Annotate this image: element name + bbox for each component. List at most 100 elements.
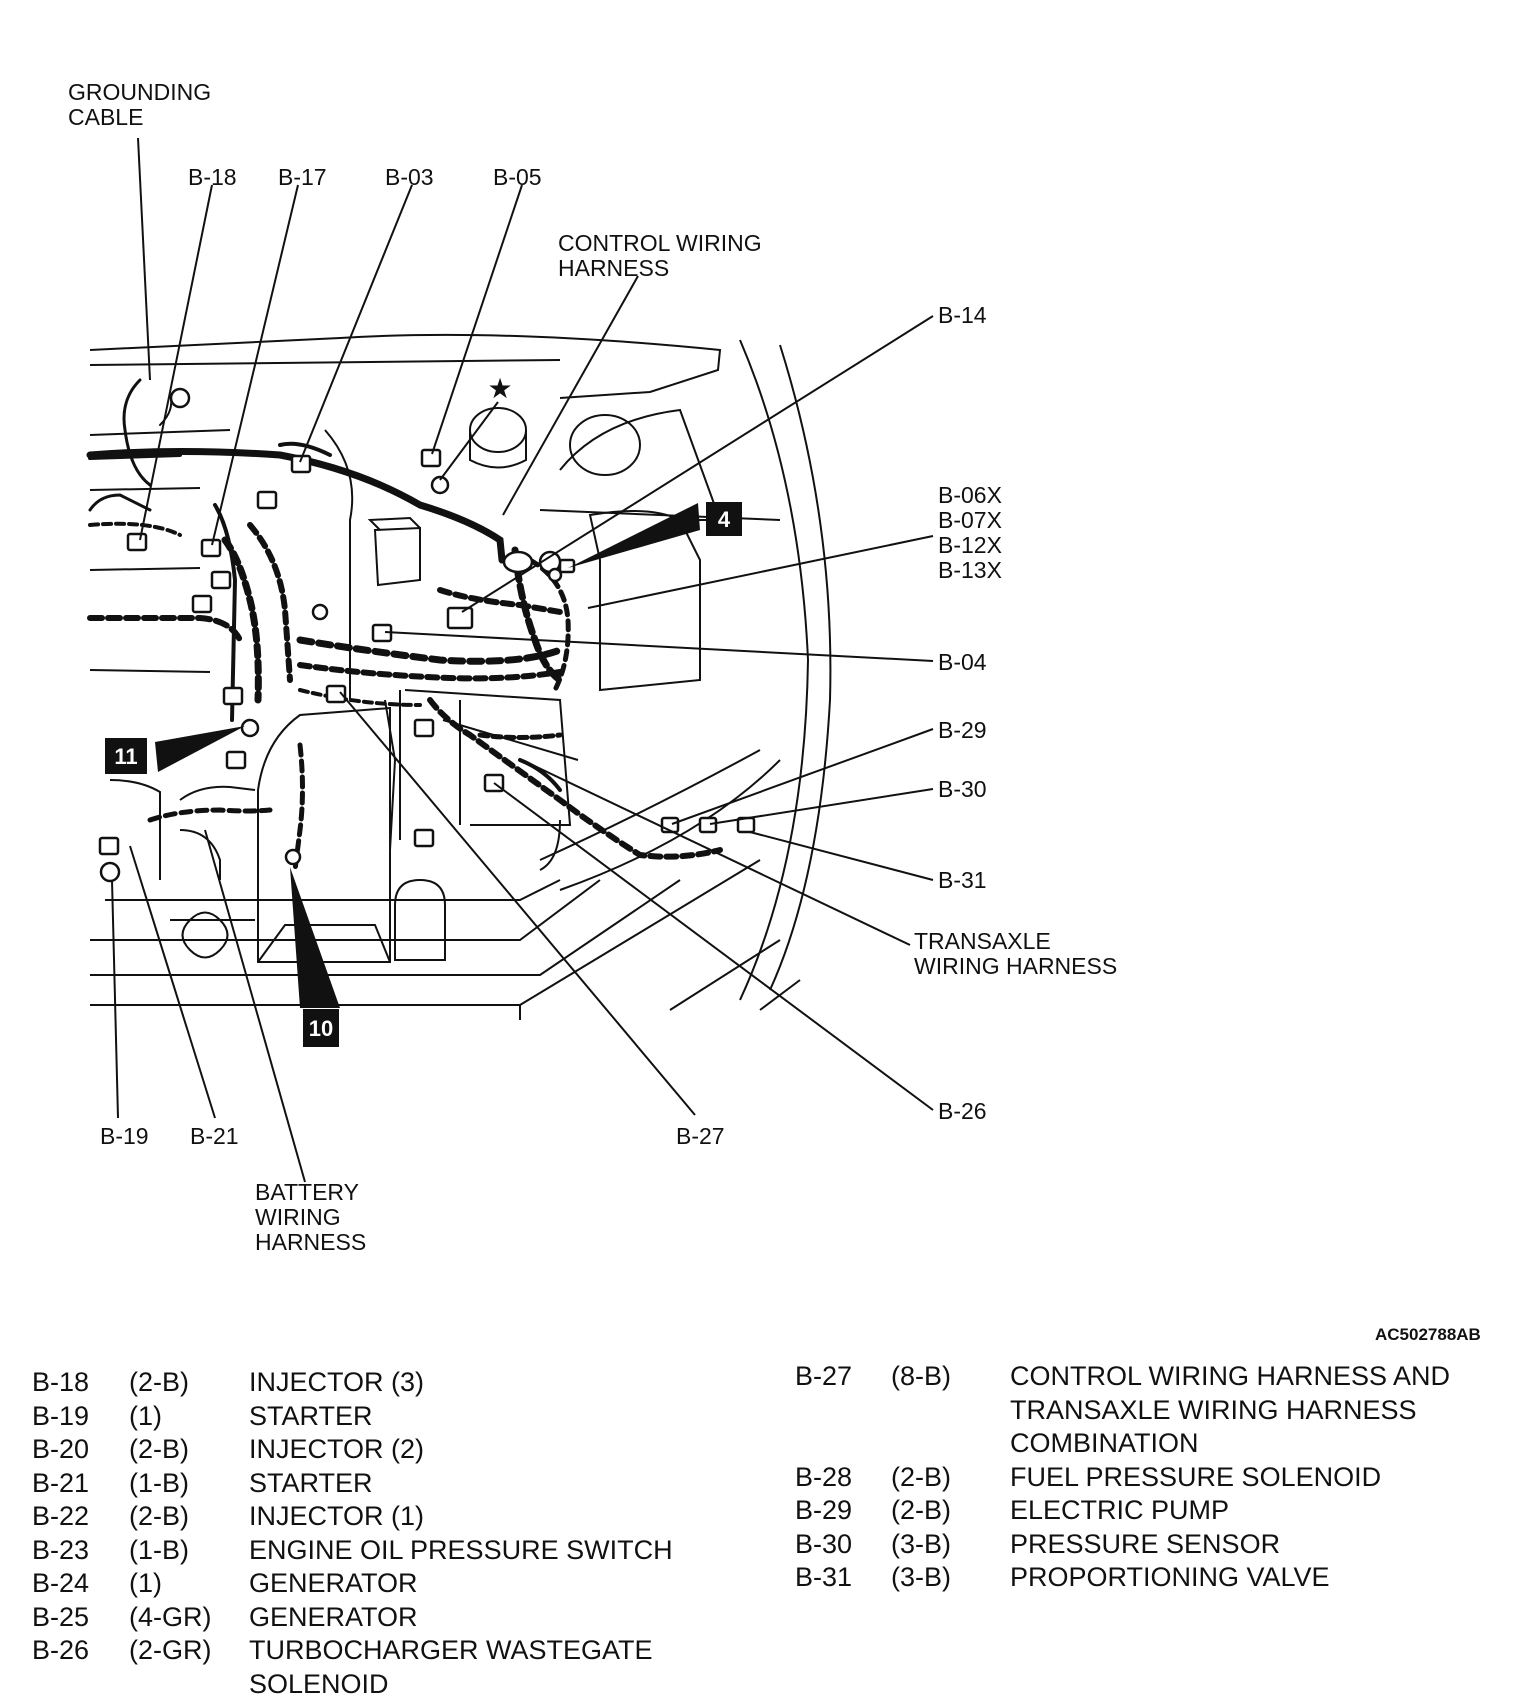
connector-b27 <box>446 606 474 630</box>
legend-type: (2-B) <box>129 1367 189 1397</box>
legend-row: B-20 (2-B) INJECTOR (2) <box>32 1433 732 1467</box>
label-b27: B-27 <box>676 1123 725 1149</box>
connector-b05 <box>420 448 442 468</box>
legend-row-continued: COMBINATION <box>795 1427 1515 1461</box>
legend-desc: STARTER <box>249 1467 373 1498</box>
legend-row: B-27(8-B)CONTROL WIRING HARNESS AND <box>795 1360 1515 1394</box>
legend-type: (1) <box>129 1568 162 1598</box>
ground-terminal-b19 <box>99 861 121 883</box>
legend-desc: INJECTOR (3) <box>249 1367 425 1397</box>
legend-type: (2-GR) <box>129 1635 212 1665</box>
callout-wedges <box>155 503 700 1008</box>
legend-type: (2-B) <box>129 1434 189 1464</box>
legend-row: B-24 (1) GENERATOR <box>32 1567 732 1601</box>
callout-4-wedge <box>568 503 700 568</box>
legend-code: B-18 <box>32 1367 90 1397</box>
label-b21: B-21 <box>190 1123 239 1149</box>
callout-11-wedge <box>155 726 245 772</box>
legend-desc: TURBOCHARGER WASTEGATE <box>249 1635 653 1665</box>
label-b14: B-14 <box>938 302 987 328</box>
label-b18: B-18 <box>188 164 237 190</box>
legend-code: B-29 <box>795 1495 853 1525</box>
legend-desc-line2: TRANSAXLE WIRING HARNESS <box>1010 1394 1417 1425</box>
legend-desc: GENERATOR <box>249 1568 418 1598</box>
label-b19: B-19 <box>100 1123 149 1149</box>
legend-code: B-22 <box>32 1501 90 1531</box>
legend-row: B-22(2-B)INJECTOR (1) <box>32 1500 732 1534</box>
callout-10-box <box>303 1009 339 1047</box>
connector-legend-left: B-18(2-B)INJECTOR (3) B-19(1)STARTER B-2… <box>32 1366 732 1701</box>
legend-desc: GENERATOR <box>249 1601 418 1632</box>
legend-code: B-20 <box>32 1434 90 1464</box>
legend-desc-line3: COMBINATION <box>1010 1428 1199 1458</box>
callout-boxes: 4 11 10 <box>105 502 742 1047</box>
label-transaxle-wiring-harness-line1: TRANSAXLE <box>914 928 1051 954</box>
label-b31: B-31 <box>938 867 987 893</box>
connector-legend-right: B-27(8-B)CONTROL WIRING HARNESS AND TRAN… <box>795 1360 1515 1595</box>
label-b05: B-05 <box>493 164 542 190</box>
diagram-labels: GROUNDING CABLE B-18 B-17 B-03 B-05 CONT… <box>68 79 1117 1255</box>
legend-type: (4-GR) <box>129 1601 212 1632</box>
label-battery-wiring-harness-line1: BATTERY <box>255 1179 359 1205</box>
ground-terminal-grounding-cable <box>169 387 191 409</box>
legend-code: B-23 <box>32 1534 90 1565</box>
legend-row: B-28(2-B)FUEL PRESSURE SOLENOID <box>795 1461 1515 1495</box>
legend-code: B-25 <box>32 1601 90 1632</box>
label-control-wiring-harness-line2: HARNESS <box>558 255 669 281</box>
label-control-wiring-harness-line1: CONTROL WIRING <box>558 230 762 256</box>
legend-code: B-24 <box>32 1568 90 1598</box>
connector-b24 <box>225 750 247 770</box>
legend-code: B-19 <box>32 1400 90 1431</box>
connector-b23 <box>222 686 244 706</box>
connector-b21 <box>98 836 120 856</box>
connector-b30 <box>698 816 718 834</box>
legend-row: B-19(1)STARTER <box>32 1400 732 1434</box>
legend-desc-line2: SOLENOID <box>249 1668 389 1699</box>
callout-10-wedge <box>290 867 340 1008</box>
legend-code: B-30 <box>795 1528 853 1559</box>
legend-desc: CONTROL WIRING HARNESS AND <box>1010 1361 1451 1391</box>
legend-type: (2-B) <box>129 1501 189 1531</box>
legend-type: (8-B) <box>891 1361 951 1391</box>
legend-desc: STARTER <box>249 1400 373 1431</box>
label-grounding-cable-line2: CABLE <box>68 104 143 130</box>
connector-b28 <box>413 718 435 738</box>
legend-type: (1-B) <box>129 1467 189 1498</box>
legend-code: B-21 <box>32 1467 90 1498</box>
label-transaxle-wiring-harness-line2: WIRING HARNESS <box>914 953 1117 979</box>
figure-code: AC502788AB <box>1375 1325 1481 1344</box>
vehicle-body-outline <box>89 333 832 1020</box>
legend-row-continued: SOLENOID <box>32 1668 732 1702</box>
label-b06x: B-06X <box>938 482 1002 508</box>
legend-desc: INJECTOR (2) <box>249 1434 425 1464</box>
label-b29: B-29 <box>938 717 987 743</box>
legend-type: (1-B) <box>129 1534 189 1565</box>
legend-row: B-31(3-B)PROPORTIONING VALVE <box>795 1561 1515 1595</box>
connector-b18 <box>126 532 148 552</box>
connector-b20 <box>191 594 213 614</box>
label-b07x: B-07X <box>938 507 1002 533</box>
legend-code: B-26 <box>32 1635 90 1665</box>
legend-row: B-23 (1-B) ENGINE OIL PRESSURE SWITCH <box>32 1534 732 1568</box>
connector-b03 <box>290 454 312 474</box>
star-marker: ★ <box>487 372 512 405</box>
wiring-harnesses <box>86 378 723 873</box>
label-b13x: B-13X <box>938 557 1002 583</box>
legend-type: (2-B) <box>891 1495 951 1525</box>
callout-11-box <box>105 738 147 774</box>
legend-type: (2-B) <box>891 1461 951 1492</box>
legend-desc: ENGINE OIL PRESSURE SWITCH <box>249 1534 673 1565</box>
legend-type: (3-B) <box>891 1528 951 1559</box>
connector-b22 <box>210 570 232 590</box>
legend-row-continued: TRANSAXLE WIRING HARNESS <box>795 1394 1515 1428</box>
legend-row: B-29(2-B)ELECTRIC PUMP <box>795 1494 1515 1528</box>
legend-row: B-25 (4-GR) GENERATOR <box>32 1601 732 1635</box>
label-b03: B-03 <box>385 164 434 190</box>
callout-4-box <box>706 502 742 536</box>
callout-11-number: 11 <box>114 744 137 769</box>
legend-desc: PRESSURE SENSOR <box>1010 1528 1281 1559</box>
connector-b17 <box>200 538 222 558</box>
leader-lines <box>111 137 934 1183</box>
connector-b25 <box>325 684 347 704</box>
